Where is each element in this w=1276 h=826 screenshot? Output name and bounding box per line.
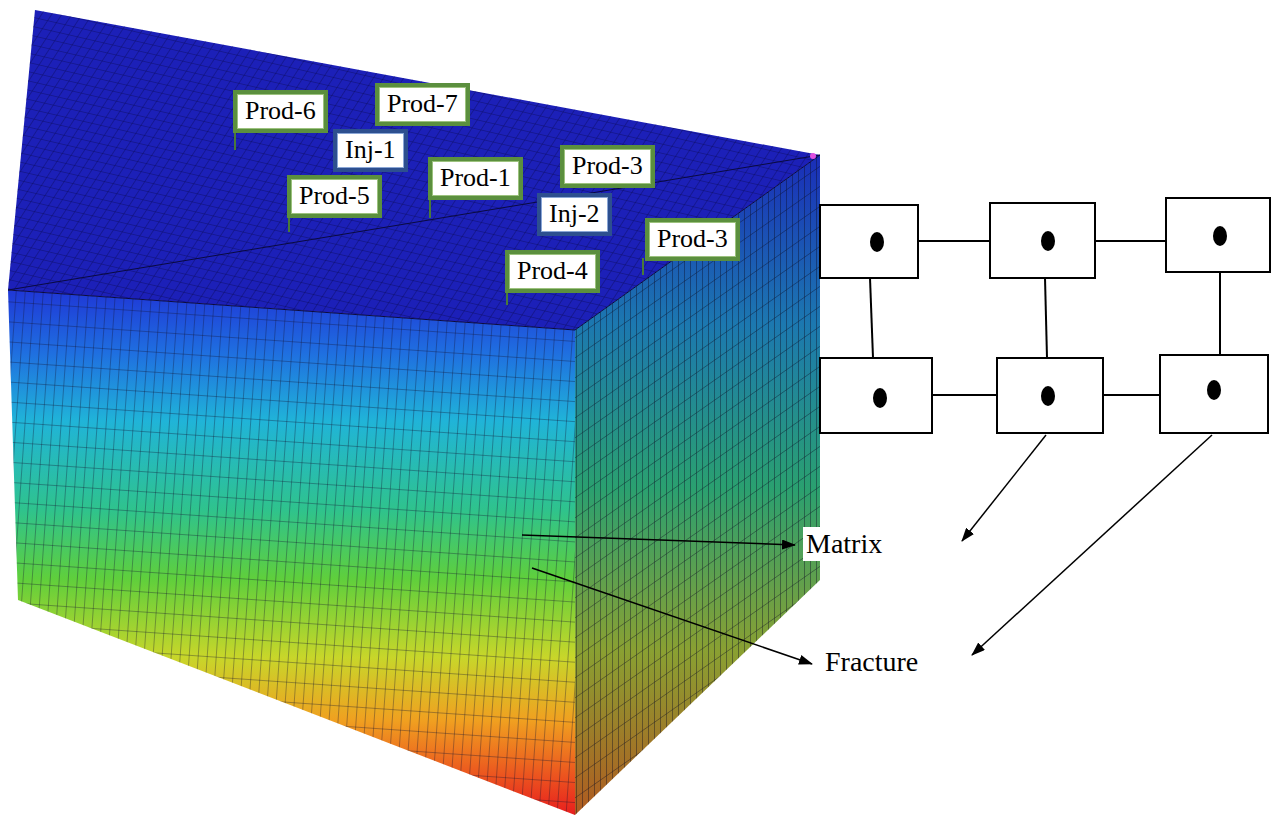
leader-arrows [522,435,1212,664]
injector-label: Inj-2 [537,193,612,236]
cube-edge [8,155,820,330]
front-face [8,290,575,815]
well-name: Prod-1 [440,163,511,192]
front-grid [8,290,575,815]
well-name: Prod-7 [387,89,458,118]
producer-label: Prod-3 [645,218,740,261]
injector-label: Inj-1 [333,129,408,172]
well-name: Prod-3 [572,151,643,180]
grid-schematic [820,198,1270,433]
well-name: Inj-1 [345,135,396,164]
well-name: Prod-4 [517,256,588,285]
part-label: Fracture [822,645,921,679]
producer-label: Prod-7 [375,83,470,126]
side-face [575,155,820,815]
producer-label: Prod-3 [560,145,655,188]
well-name: Prod-5 [299,181,370,210]
well-name: Prod-3 [657,224,728,253]
well-name: Prod-6 [245,96,316,125]
corner-dot [810,153,816,159]
producer-label: Prod-6 [233,90,328,133]
cell-dots [870,226,1227,408]
producer-label: Prod-5 [287,175,382,218]
side-grid [575,155,820,815]
producer-label: Prod-1 [428,157,523,200]
well-ticks [235,128,643,305]
producer-label: Prod-4 [505,250,600,293]
part-label: Matrix [803,527,885,561]
well-name: Inj-2 [549,199,600,228]
